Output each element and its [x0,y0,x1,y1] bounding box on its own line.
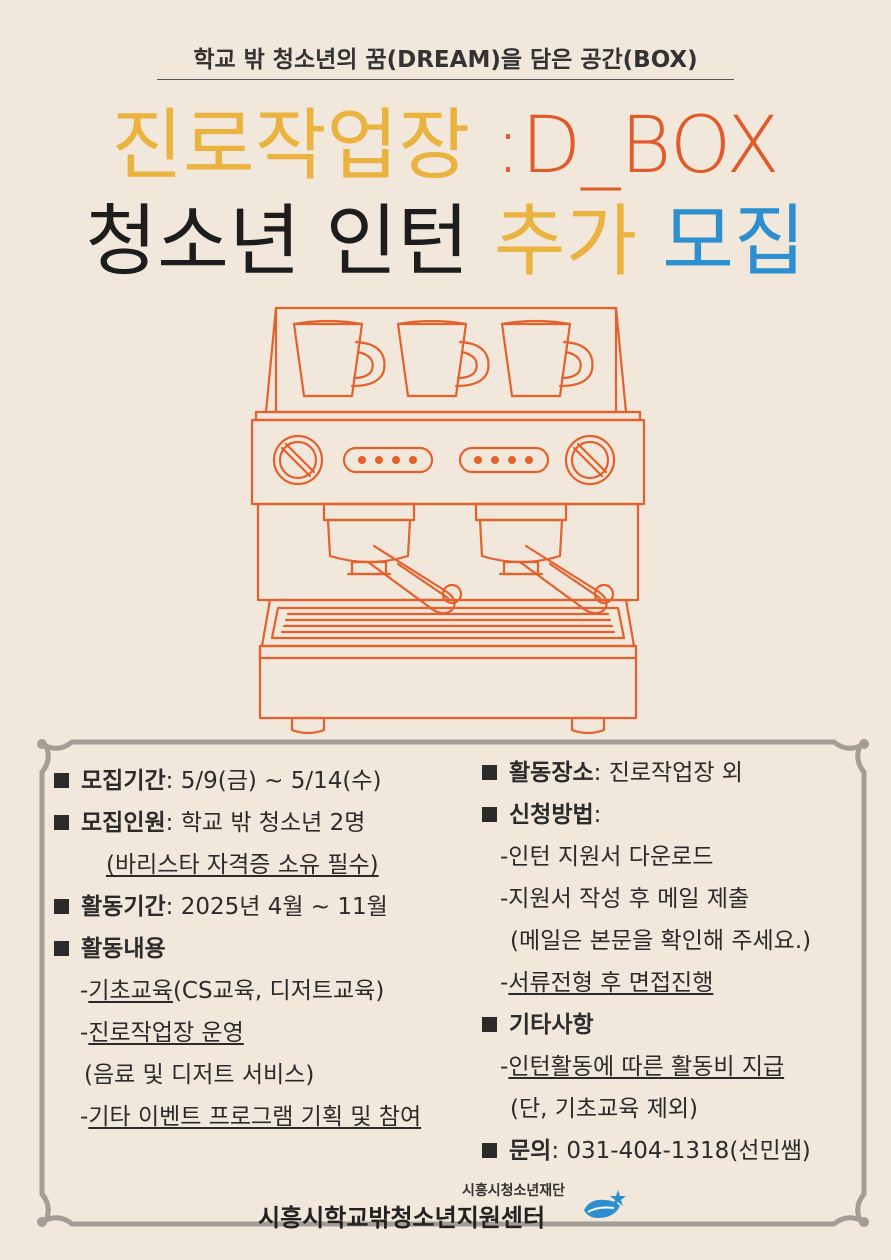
info-etc: 기타사항 [482,1004,811,1046]
center-name: 시흥시학교밖청소년지원센터 [258,1204,546,1232]
info-contact: 문의: 031-404-1318(선민쌤) [482,1130,811,1172]
square-bullet-icon [482,807,497,822]
info-content-event: -기타 이벤트 프로그램 기획 및 참여 [80,1104,422,1130]
subtitle-divider [157,79,734,80]
square-bullet-icon [54,941,69,956]
info-activity-content: 활동내용 [54,928,421,970]
info-place: 활동장소: 진로작업장 외 [482,752,811,794]
info-recruit-count: 모집인원: 학교 밖 청소년 2명 [54,802,421,844]
square-bullet-icon [54,899,69,914]
poster-title-2: 청소년 인턴 추가 모집 [0,196,891,288]
foundation-name: 시흥시청소년재단 [462,1183,566,1199]
title-intern: 청소년 인턴 [85,197,494,287]
info-apply-step-2: -지원서 작성 후 메일 제출 [500,886,750,912]
info-right-column: 활동장소: 진로작업장 외 신청방법: -인턴 지원서 다운로드 -지원서 작성… [482,752,811,1172]
title-dbox: :D_BOX [494,101,780,191]
info-etc-note: (단, 기초교육 제외) [510,1096,698,1122]
info-content-operation-note: (음료 및 디저트 서비스) [84,1062,315,1088]
info-content-basic: -기초교육(CS교육, 디저트교육) [80,978,385,1004]
info-apply-step-3: -서류전형 후 면접진행 [500,970,714,996]
info-apply-step-1: -인턴 지원서 다운로드 [500,844,714,870]
title-workshop: 진로작업장 [111,101,495,191]
info-count-note: (바리스타 자격증 소유 필수) [106,852,379,878]
square-bullet-icon [482,1143,497,1158]
title-recruit: 모집 [662,197,806,287]
info-etc-allowance: -인턴활동에 따른 활동비 지급 [500,1054,785,1080]
espresso-machine-icon [250,306,646,735]
poster-title: 진로작업장 :D_BOX [0,100,891,192]
info-activity-period: 활동기간: 2025년 4월 ~ 11월 [54,886,421,928]
square-bullet-icon [482,765,497,780]
center-logo-icon [584,1190,626,1218]
square-bullet-icon [54,815,69,830]
info-apply-method: 신청방법: [482,794,811,836]
poster-subtitle: 학교 밖 청소년의 꿈(DREAM)을 담은 공간(BOX) [193,47,698,73]
square-bullet-icon [482,1017,497,1032]
info-frame [37,739,869,1227]
info-recruit-period: 모집기간: 5/9(금) ~ 5/14(수) [54,760,421,802]
info-content-operation: -진로작업장 운영 [80,1020,244,1046]
info-left-column: 모집기간: 5/9(금) ~ 5/14(수) 모집인원: 학교 밖 청소년 2명… [54,760,421,1138]
title-additional: 추가 [493,197,663,287]
square-bullet-icon [54,773,69,788]
info-apply-note: (메일은 본문을 확인해 주세요.) [510,928,812,954]
